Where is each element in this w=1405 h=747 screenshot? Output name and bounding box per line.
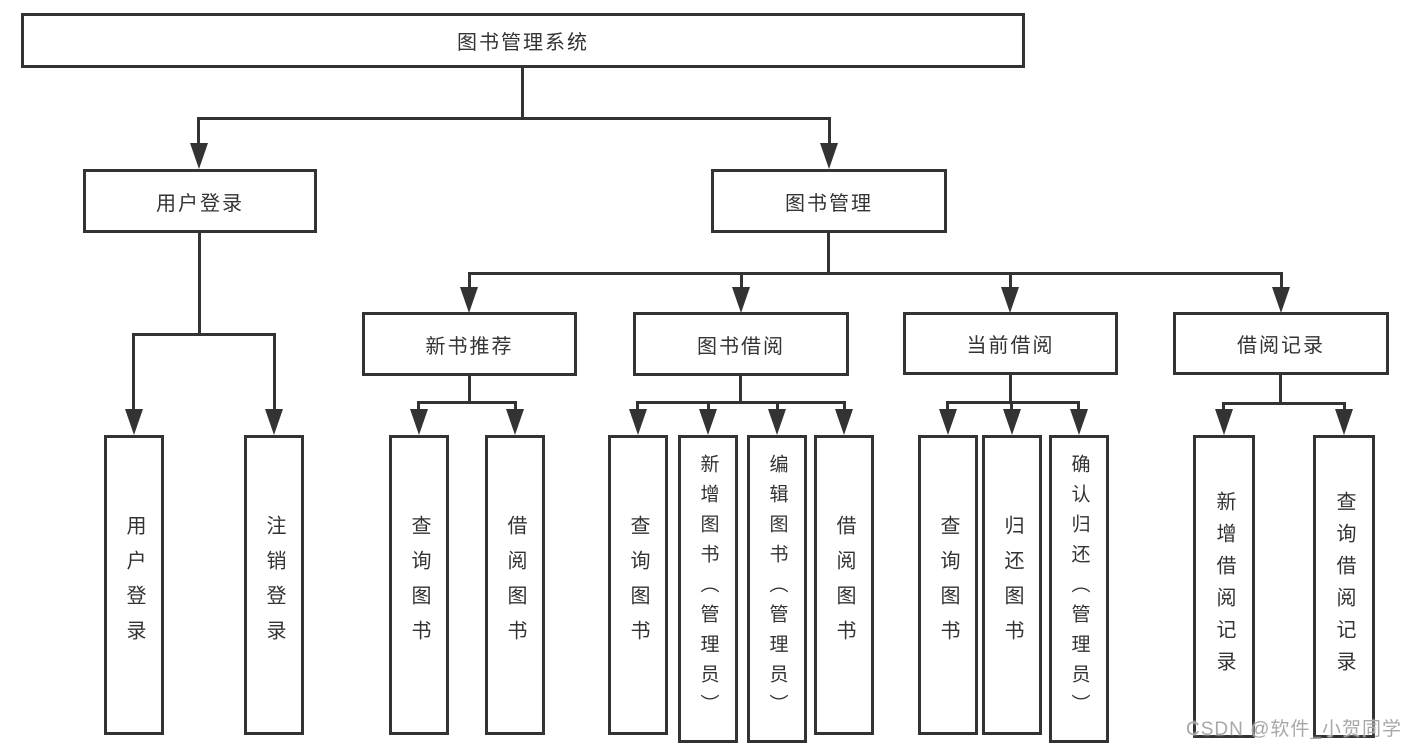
leaf-borrow-query-book-label: 查询图书 <box>627 515 649 655</box>
arrowhead-down-icon <box>460 287 478 313</box>
connector-line <box>740 272 743 289</box>
leaf-rec-borrow-book-label: 借阅图书 <box>504 515 526 655</box>
connector-line <box>1222 402 1346 405</box>
arrowhead-down-icon <box>506 409 524 435</box>
node-user-login: 用户登录 <box>83 169 317 233</box>
leaf-confirm-return-admin-label: 确认归还（管理员） <box>1068 454 1090 724</box>
leaf-logout: 注销登录 <box>244 435 304 735</box>
connector-line <box>636 401 846 404</box>
connector-line <box>707 401 710 410</box>
leaf-confirm-return-admin: 确认归还（管理员） <box>1049 435 1109 743</box>
connector-line <box>1222 402 1225 410</box>
node-new-book-recommend: 新书推荐 <box>362 312 577 376</box>
leaf-add-borrow-record-label: 新增借阅记录 <box>1213 490 1235 683</box>
connector-line <box>636 401 639 410</box>
leaf-borrow-query-book: 查询图书 <box>608 435 668 735</box>
arrowhead-down-icon <box>1215 409 1233 435</box>
leaf-user-login: 用户登录 <box>104 435 164 735</box>
connector-line <box>1009 272 1012 289</box>
connector-line <box>197 117 200 145</box>
connector-line <box>132 333 135 411</box>
csdn-watermark: CSDN @软件_小贺同学 <box>1186 719 1402 740</box>
connector-line <box>828 117 831 145</box>
leaf-logout-label: 注销登录 <box>263 515 285 655</box>
leaf-user-login-label: 用户登录 <box>123 515 145 655</box>
leaf-cur-query-book-label: 查询图书 <box>937 515 959 655</box>
arrowhead-down-icon <box>835 409 853 435</box>
connector-line <box>776 401 779 410</box>
arrowhead-down-icon <box>190 143 208 169</box>
leaf-query-borrow-record-label: 查询借阅记录 <box>1333 490 1355 683</box>
arrowhead-down-icon <box>265 409 283 435</box>
node-new-book-recommend-label: 新书推荐 <box>425 335 514 358</box>
connector-line <box>273 333 276 411</box>
connector-line <box>197 117 831 120</box>
connector-line <box>1009 375 1012 404</box>
connector-line <box>132 333 276 336</box>
leaf-query-borrow-record: 查询借阅记录 <box>1313 435 1375 738</box>
arrowhead-down-icon <box>699 409 717 435</box>
arrowhead-down-icon <box>1070 409 1088 435</box>
connector-line <box>417 401 420 410</box>
connector-line <box>521 68 524 120</box>
arrowhead-down-icon <box>820 143 838 169</box>
leaf-edit-book-admin-label: 编辑图书（管理员） <box>766 454 788 724</box>
node-book-management: 图书管理 <box>711 169 947 233</box>
connector-line <box>468 376 471 404</box>
connector-line <box>1010 401 1013 410</box>
arrowhead-down-icon <box>629 409 647 435</box>
connector-line <box>739 376 742 404</box>
leaf-add-book-admin-label: 新增图书（管理员） <box>697 454 719 724</box>
connector-line <box>946 401 1080 404</box>
arrowhead-down-icon <box>1335 409 1353 435</box>
leaf-borrow-book: 借阅图书 <box>814 435 874 735</box>
connector-line <box>1343 402 1346 410</box>
node-borrow-records: 借阅记录 <box>1173 312 1389 375</box>
arrowhead-down-icon <box>768 409 786 435</box>
leaf-add-book-admin: 新增图书（管理员） <box>678 435 738 743</box>
leaf-rec-query-book: 查询图书 <box>389 435 449 735</box>
leaf-cur-query-book: 查询图书 <box>918 435 978 735</box>
connector-line <box>1279 375 1282 405</box>
arrowhead-down-icon <box>1272 287 1290 313</box>
connector-line <box>946 401 949 410</box>
arrowhead-down-icon <box>125 409 143 435</box>
node-root: 图书管理系统 <box>21 13 1025 68</box>
node-book-borrow-label: 图书借阅 <box>697 335 785 358</box>
node-current-borrow: 当前借阅 <box>903 312 1118 375</box>
leaf-edit-book-admin: 编辑图书（管理员） <box>747 435 807 743</box>
leaf-rec-borrow-book: 借阅图书 <box>485 435 545 735</box>
leaf-return-book-label: 归还图书 <box>1001 515 1023 655</box>
node-current-borrow-label: 当前借阅 <box>966 335 1055 357</box>
node-book-borrow: 图书借阅 <box>633 312 849 376</box>
connector-line <box>1077 401 1080 410</box>
leaf-return-book: 归还图书 <box>982 435 1042 735</box>
arrowhead-down-icon <box>1003 409 1021 435</box>
arrowhead-down-icon <box>939 409 957 435</box>
connector-line <box>827 233 830 275</box>
arrowhead-down-icon <box>1001 287 1019 313</box>
connector-line <box>1280 272 1283 289</box>
leaf-borrow-book-label: 借阅图书 <box>833 515 855 655</box>
leaf-add-borrow-record: 新增借阅记录 <box>1193 435 1255 738</box>
node-user-login-label: 用户登录 <box>156 192 244 215</box>
connector-line <box>468 272 471 289</box>
node-root-label: 图书管理系统 <box>457 32 589 54</box>
connector-line <box>198 233 201 336</box>
connector-line <box>843 401 846 410</box>
node-book-management-label: 图书管理 <box>785 192 873 215</box>
arrowhead-down-icon <box>410 409 428 435</box>
connector-line <box>417 401 517 404</box>
connector-line <box>514 401 517 410</box>
node-borrow-records-label: 借阅记录 <box>1237 335 1325 357</box>
arrowhead-down-icon <box>732 287 750 313</box>
leaf-rec-query-book-label: 查询图书 <box>408 515 430 655</box>
connector-line <box>468 272 1282 275</box>
